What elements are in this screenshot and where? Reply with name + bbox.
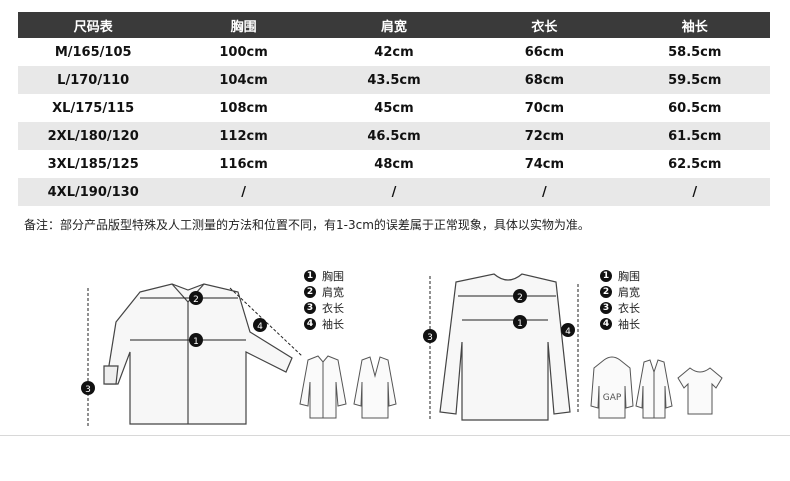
- cell-size: XL/175/115: [52, 100, 135, 116]
- svg-text:3: 3: [427, 333, 433, 343]
- header-shoulder: 肩宽: [318, 12, 470, 38]
- header-length: 衣长: [469, 12, 620, 38]
- cell-shoulder: 43.5cm: [318, 66, 470, 94]
- cell-sleeve: 59.5cm: [619, 66, 770, 94]
- cell-chest: 112cm: [168, 122, 319, 150]
- cell-length: 68cm: [469, 66, 620, 94]
- cell-shoulder: 45cm: [374, 100, 414, 116]
- cell-length: /: [469, 178, 620, 206]
- table-row: L/170/110 104cm 43.5cm 68cm 59.5cm: [18, 66, 770, 94]
- legend-label: 衣长: [322, 302, 344, 315]
- table-row: XL/175/115 108cm 45cm 70cm 60.5cm: [18, 94, 770, 122]
- divider: [0, 435, 790, 436]
- cell-length: 66cm: [524, 44, 565, 60]
- legend-item: 3 衣长: [304, 300, 344, 316]
- cell-shoulder: 48cm: [374, 156, 414, 172]
- legend-label: 袖长: [618, 318, 640, 331]
- shirt-markers: 2 1 3 4: [81, 291, 267, 395]
- legend-label: 肩宽: [618, 286, 640, 299]
- number-2-icon: 2: [304, 286, 316, 298]
- header-chest: 胸围: [168, 12, 319, 38]
- svg-text:1: 1: [517, 319, 523, 329]
- cell-chest: /: [168, 178, 319, 206]
- legend-item: 3 衣长: [600, 300, 640, 316]
- legend-item: 4 袖长: [304, 316, 344, 332]
- legend-label: 衣长: [618, 302, 640, 315]
- cell-length: 74cm: [524, 156, 565, 172]
- cell-size: L/170/110: [18, 66, 169, 94]
- number-4-icon: 4: [304, 318, 316, 330]
- cell-length: 72cm: [469, 122, 620, 150]
- number-1-icon: 1: [600, 270, 612, 282]
- legend-item: 2 肩宽: [600, 284, 640, 300]
- legend-label: 袖长: [322, 318, 344, 331]
- table-row: M/165/105 100cm 42cm 66cm 58.5cm: [18, 38, 770, 66]
- cell-chest: 100cm: [219, 44, 268, 60]
- sweater-markers: 2 1 3 4: [423, 289, 575, 343]
- legend-label: 胸围: [618, 270, 640, 283]
- sweater-diagram: 2 1 3 4: [423, 273, 579, 421]
- tshirt-icon: [677, 367, 723, 415]
- cell-sleeve: /: [619, 178, 770, 206]
- table-row: 4XL/190/130 / / / /: [18, 178, 770, 206]
- cell-shoulder: 42cm: [374, 44, 414, 60]
- jacket-icon: [299, 355, 347, 419]
- cell-sleeve: 61.5cm: [619, 122, 770, 150]
- table-header-row: 尺码表 胸围 肩宽 衣长 袖长: [18, 12, 770, 38]
- cell-size: M/165/105: [54, 44, 132, 60]
- legend-item: 2 肩宽: [304, 284, 344, 300]
- svg-text:1: 1: [193, 337, 199, 347]
- cardigan-icon: [635, 359, 673, 419]
- shirt-legend: 1 胸围 2 肩宽 3 衣长 4 袖长: [304, 268, 344, 332]
- cell-shoulder: /: [318, 178, 470, 206]
- svg-text:4: 4: [257, 322, 263, 332]
- cell-length: 70cm: [524, 100, 565, 116]
- cell-size: 2XL/180/120: [18, 122, 169, 150]
- table-row: 2XL/180/120 112cm 46.5cm 72cm 61.5cm: [18, 122, 770, 150]
- cell-chest: 116cm: [219, 156, 268, 172]
- table-row: 3XL/185/125 116cm 48cm 74cm 62.5cm: [18, 150, 770, 178]
- cell-size: 3XL/185/125: [47, 156, 139, 172]
- measurement-note: 备注：部分产品版型特殊及人工测量的方法和位置不同，有1-3cm的误差属于正常现象…: [24, 218, 590, 232]
- number-2-icon: 2: [600, 286, 612, 298]
- number-3-icon: 3: [304, 302, 316, 314]
- legend-item: 4 袖长: [600, 316, 640, 332]
- svg-text:2: 2: [517, 293, 523, 303]
- cell-sleeve: 62.5cm: [668, 156, 722, 172]
- legend-label: 胸围: [322, 270, 344, 283]
- svg-text:4: 4: [565, 327, 571, 337]
- header-size: 尺码表: [18, 12, 169, 38]
- number-4-icon: 4: [600, 318, 612, 330]
- header-sleeve: 袖长: [619, 12, 770, 38]
- blazer-icon: [353, 356, 397, 419]
- cell-chest: 104cm: [168, 66, 319, 94]
- svg-text:GAP: GAP: [603, 393, 622, 403]
- cell-sleeve: 58.5cm: [668, 44, 722, 60]
- cell-shoulder: 46.5cm: [318, 122, 470, 150]
- cell-sleeve: 60.5cm: [668, 100, 722, 116]
- sweater-legend: 1 胸围 2 肩宽 3 衣长 4 袖长: [600, 268, 640, 332]
- cell-size: 4XL/190/130: [18, 178, 169, 206]
- cell-chest: 108cm: [219, 100, 268, 116]
- svg-text:3: 3: [85, 385, 91, 395]
- hoodie-icon: GAP: [590, 356, 634, 419]
- number-3-icon: 3: [600, 302, 612, 314]
- shirt-diagram: 2 1 3 4: [81, 283, 303, 426]
- legend-item: 1 胸围: [600, 268, 640, 284]
- legend-label: 肩宽: [322, 286, 344, 299]
- size-chart-table: 尺码表 胸围 肩宽 衣长 袖长 M/165/105 100cm 42cm 66c…: [18, 12, 770, 206]
- number-1-icon: 1: [304, 270, 316, 282]
- svg-text:2: 2: [193, 295, 199, 305]
- legend-item: 1 胸围: [304, 268, 344, 284]
